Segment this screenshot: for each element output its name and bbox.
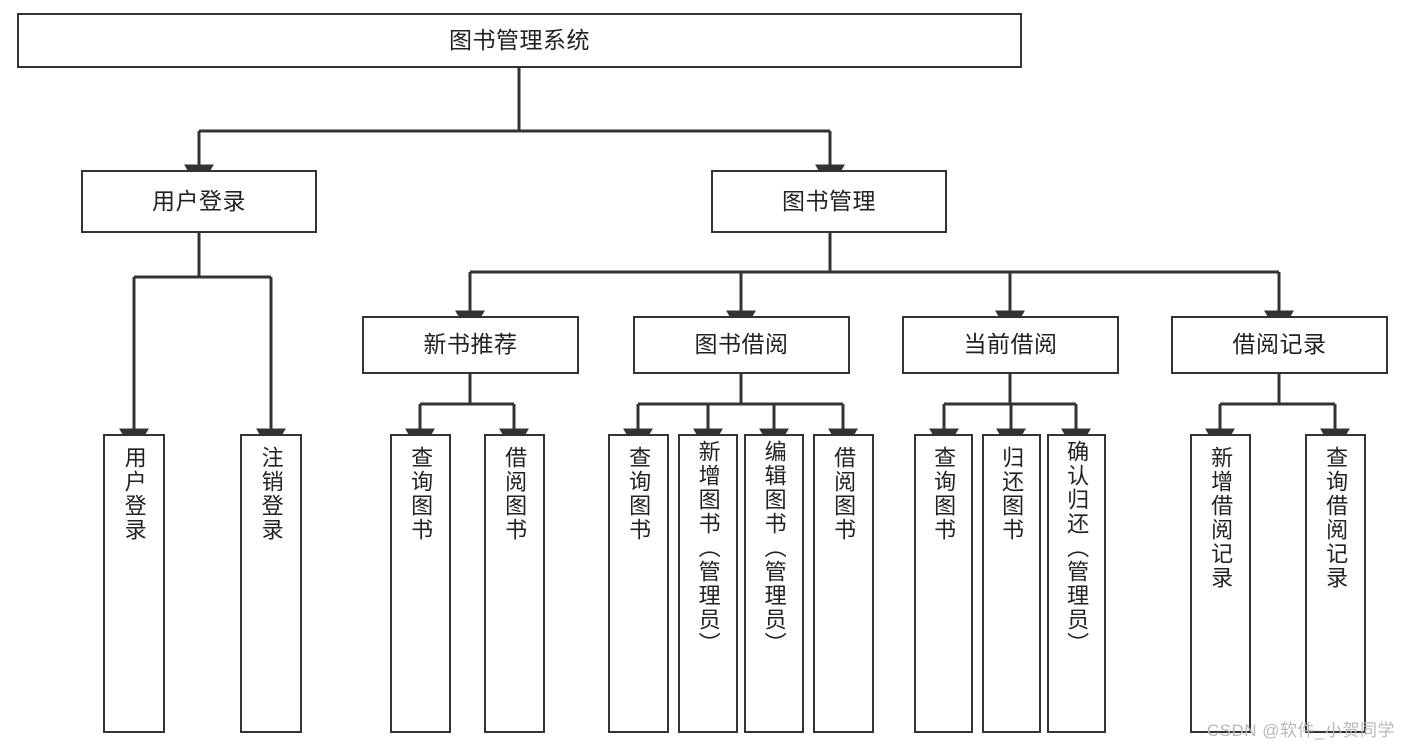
leaf-user-login-label: 用户登录 xyxy=(121,446,147,542)
node-borrow-record-label: 借阅记录 xyxy=(1232,331,1327,358)
leaf-add-book[interactable]: 新增图书（管理员） xyxy=(678,434,738,733)
leaf-query-record[interactable]: 查询借阅记录 xyxy=(1305,434,1366,733)
leaf-borrow-book-2-label: 借阅图书 xyxy=(831,446,857,542)
leaf-query-book-3-label: 查询图书 xyxy=(931,446,957,542)
leaf-edit-book[interactable]: 编辑图书（管理员） xyxy=(744,434,804,733)
node-book-manage[interactable]: 图书管理 xyxy=(711,170,947,233)
node-user-login[interactable]: 用户登录 xyxy=(81,170,317,233)
leaf-logout[interactable]: 注销登录 xyxy=(240,434,302,733)
node-new-book-rec-label: 新书推荐 xyxy=(423,331,518,358)
leaf-query-book-2-label: 查询图书 xyxy=(626,446,652,542)
leaf-user-login[interactable]: 用户登录 xyxy=(103,434,165,733)
leaf-borrow-book-1[interactable]: 借阅图书 xyxy=(484,434,545,733)
node-current-borrow[interactable]: 当前借阅 xyxy=(902,316,1119,374)
leaf-query-book-2[interactable]: 查询图书 xyxy=(608,434,669,733)
leaf-add-record-label: 新增借阅记录 xyxy=(1208,446,1234,590)
leaf-query-record-label: 查询借阅记录 xyxy=(1323,446,1349,590)
node-borrow-record[interactable]: 借阅记录 xyxy=(1171,316,1388,374)
leaf-query-book-3[interactable]: 查询图书 xyxy=(914,434,973,733)
leaf-edit-book-label: 编辑图书（管理员） xyxy=(761,440,787,656)
node-book-borrow-label: 图书借阅 xyxy=(694,331,789,358)
node-book-borrow[interactable]: 图书借阅 xyxy=(633,316,850,374)
leaf-query-book-1-label: 查询图书 xyxy=(408,446,434,542)
leaf-confirm-return[interactable]: 确认归还（管理员） xyxy=(1047,434,1106,733)
node-root-label: 图书管理系统 xyxy=(449,26,590,53)
node-root[interactable]: 图书管理系统 xyxy=(17,13,1022,68)
node-book-manage-label: 图书管理 xyxy=(782,187,876,214)
leaf-borrow-book-1-label: 借阅图书 xyxy=(502,446,528,542)
leaf-confirm-return-label: 确认归还（管理员） xyxy=(1064,440,1090,656)
leaf-add-record[interactable]: 新增借阅记录 xyxy=(1190,434,1251,733)
leaf-logout-label: 注销登录 xyxy=(258,446,284,542)
leaf-return-book-label: 归还图书 xyxy=(999,446,1025,542)
leaf-query-book-1[interactable]: 查询图书 xyxy=(390,434,451,733)
leaf-borrow-book-2[interactable]: 借阅图书 xyxy=(813,434,874,733)
leaf-return-book[interactable]: 归还图书 xyxy=(982,434,1041,733)
node-user-login-label: 用户登录 xyxy=(152,187,246,214)
node-new-book-rec[interactable]: 新书推荐 xyxy=(362,316,579,374)
node-current-borrow-label: 当前借阅 xyxy=(963,331,1058,358)
leaf-add-book-label: 新增图书（管理员） xyxy=(695,440,721,656)
